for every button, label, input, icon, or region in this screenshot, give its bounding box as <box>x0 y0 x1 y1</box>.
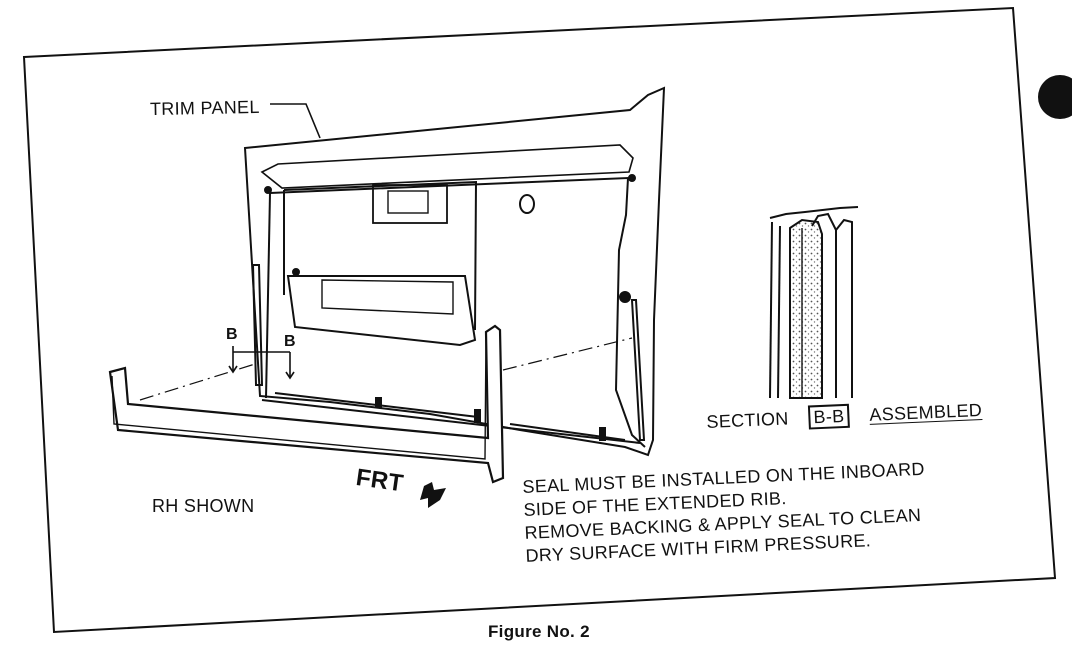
u-seal-inner <box>111 335 487 460</box>
panel-seal-rib <box>251 264 646 441</box>
section-detail <box>769 206 859 399</box>
alignment-lines <box>139 337 633 401</box>
frt-arrow-icon <box>420 482 446 508</box>
assembled-label: ASSEMBLED <box>868 399 983 425</box>
trim-panel-label: TRIM PANEL <box>149 96 260 120</box>
section-marker-right: B <box>284 333 296 350</box>
section-cut-marker <box>228 346 295 380</box>
section-marker-left: B <box>226 326 238 343</box>
registration-dot-icon <box>1038 75 1072 119</box>
installation-notes: SEAL MUST BE INSTALLED ON THE INBOARD SI… <box>522 458 928 568</box>
trim-panel-leader <box>270 103 321 139</box>
trim-panel <box>243 86 666 457</box>
figure-caption: Figure No. 2 <box>488 622 590 641</box>
section-word: SECTION <box>706 407 789 432</box>
section-ref-box: B-B <box>808 403 850 430</box>
figure-frame <box>22 6 1057 634</box>
u-seal <box>108 324 505 484</box>
rh-shown-label: RH SHOWN <box>152 496 255 516</box>
